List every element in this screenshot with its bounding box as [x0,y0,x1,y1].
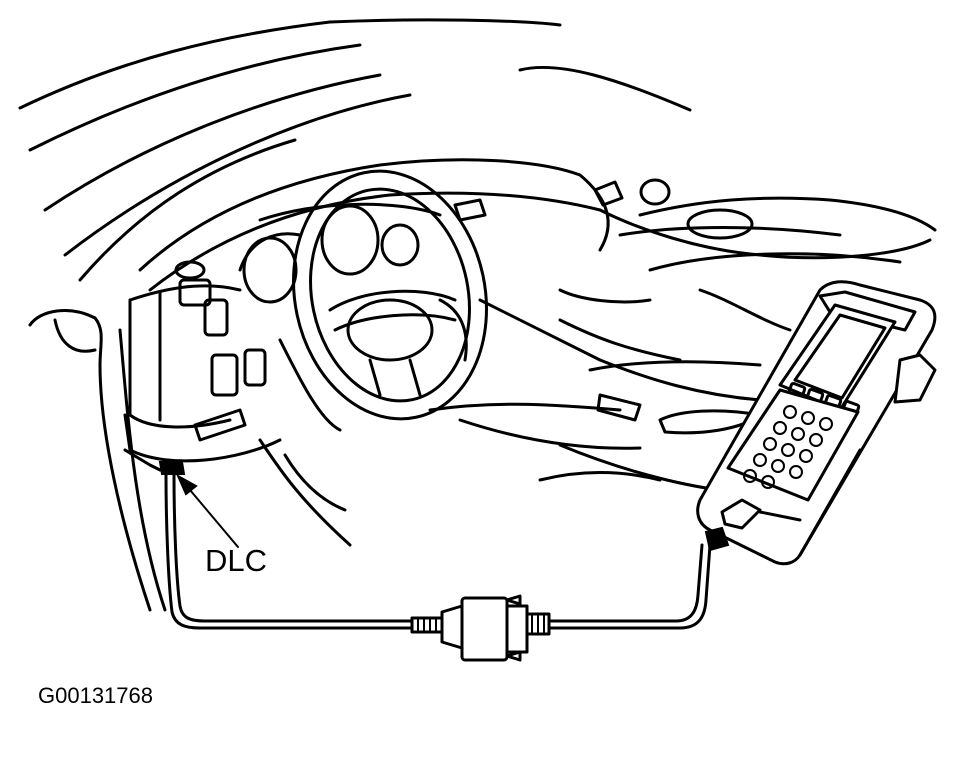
cable-adapter [410,594,551,662]
steering-column [258,338,352,547]
windshield-pillar [18,18,692,282]
figure-code: G00131768 [38,683,153,708]
tool-cable [547,543,712,630]
scan-tool [696,280,937,566]
steering-wheel [292,169,488,421]
left-lower-dash [123,260,282,475]
dlc-leader [175,473,239,548]
instrument-cluster [238,202,442,304]
dashboard [138,158,937,292]
center-console [428,288,792,492]
dlc-cable [164,472,414,630]
dlc-callout-label: DLC [205,543,268,578]
door-frame [28,309,167,612]
